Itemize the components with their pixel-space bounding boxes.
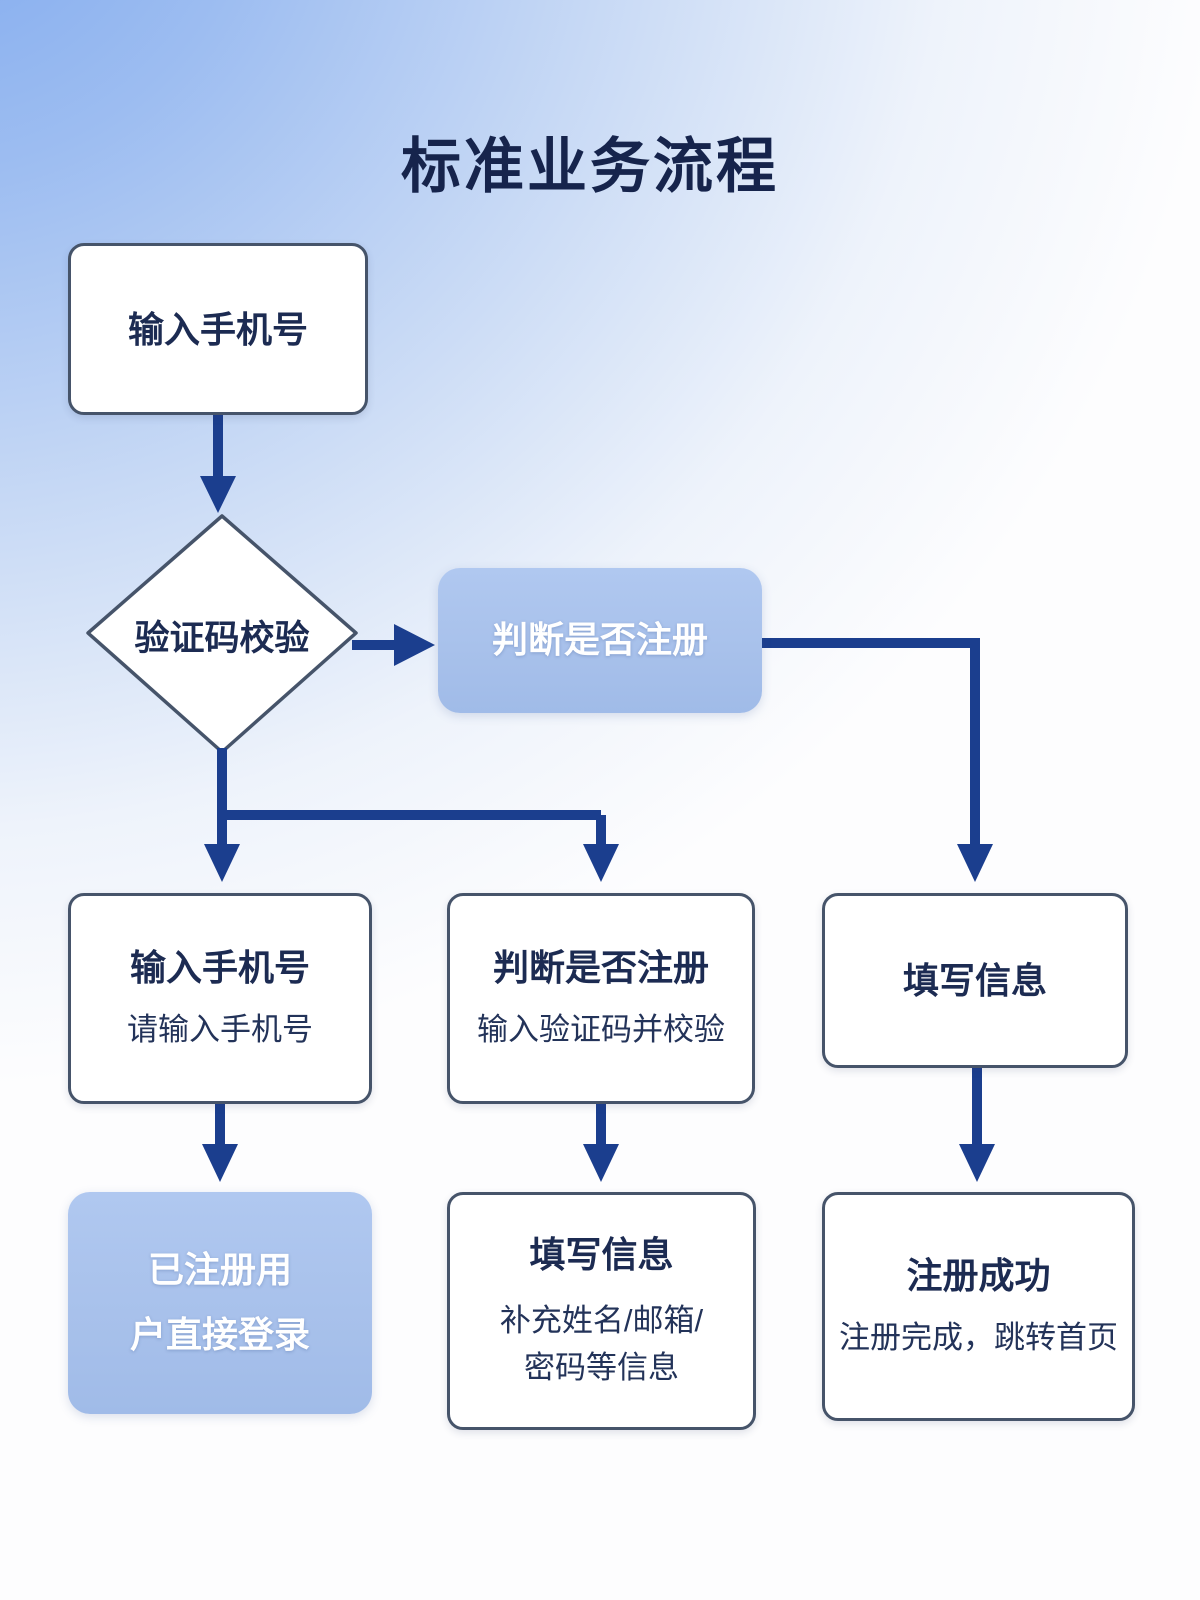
arrowhead-check-to-fillinfo bbox=[957, 844, 993, 882]
arrowhead-to-filldetail bbox=[583, 1144, 619, 1182]
node-enter-phone-title: 输入手机号 bbox=[129, 946, 310, 988]
node-fill-info-detail-sub2: 密码等信息 bbox=[524, 1349, 679, 1385]
arrowhead-to-success bbox=[959, 1144, 995, 1182]
node-fill-info-detail: 填写信息 补充姓名/邮箱/ 密码等信息 bbox=[447, 1192, 756, 1430]
node-register-success: 注册成功 注册完成，跳转首页 bbox=[822, 1192, 1135, 1421]
page-title: 标准业务流程 bbox=[401, 133, 779, 200]
node-register-success-subtitle: 注册完成，跳转首页 bbox=[839, 1319, 1118, 1355]
arrowhead-to-verify-code bbox=[583, 844, 619, 882]
node-start: 输入手机号 bbox=[68, 243, 368, 415]
node-fill-info-detail-title: 填写信息 bbox=[529, 1233, 674, 1275]
node-enter-phone: 输入手机号 请输入手机号 bbox=[68, 893, 372, 1104]
node-verify-code: 判断是否注册 输入验证码并校验 bbox=[447, 893, 755, 1104]
node-check-register: 判断是否注册 bbox=[438, 568, 762, 713]
node-register-success-title: 注册成功 bbox=[906, 1254, 1051, 1296]
node-verify-code-title: 判断是否注册 bbox=[492, 946, 709, 988]
node-registered-login-line1: 已注册用 bbox=[147, 1249, 292, 1291]
arrowhead-to-login bbox=[202, 1144, 238, 1182]
node-verify-code-subtitle: 输入验证码并校验 bbox=[477, 1011, 725, 1047]
node-fill-info-title: 填写信息 bbox=[902, 960, 1047, 1001]
node-check-register-label: 判断是否注册 bbox=[491, 619, 708, 661]
arrowhead-decision-to-check bbox=[394, 624, 435, 666]
node-enter-phone-subtitle: 请输入手机号 bbox=[127, 1011, 313, 1047]
node-start-label: 输入手机号 bbox=[127, 308, 308, 350]
arrowhead-start-to-decision bbox=[200, 476, 236, 513]
node-fill-info: 填写信息 bbox=[822, 893, 1128, 1068]
node-registered-login: 已注册用 户直接登录 bbox=[68, 1192, 372, 1414]
node-decision-label: 验证码校验 bbox=[134, 619, 310, 658]
node-registered-login-line2: 户直接登录 bbox=[129, 1314, 310, 1355]
node-fill-info-detail-sub1: 补充姓名/邮箱/ bbox=[499, 1302, 704, 1338]
arrowhead-to-enter-phone bbox=[204, 844, 240, 882]
connector-check-to-fillinfo bbox=[760, 638, 980, 846]
